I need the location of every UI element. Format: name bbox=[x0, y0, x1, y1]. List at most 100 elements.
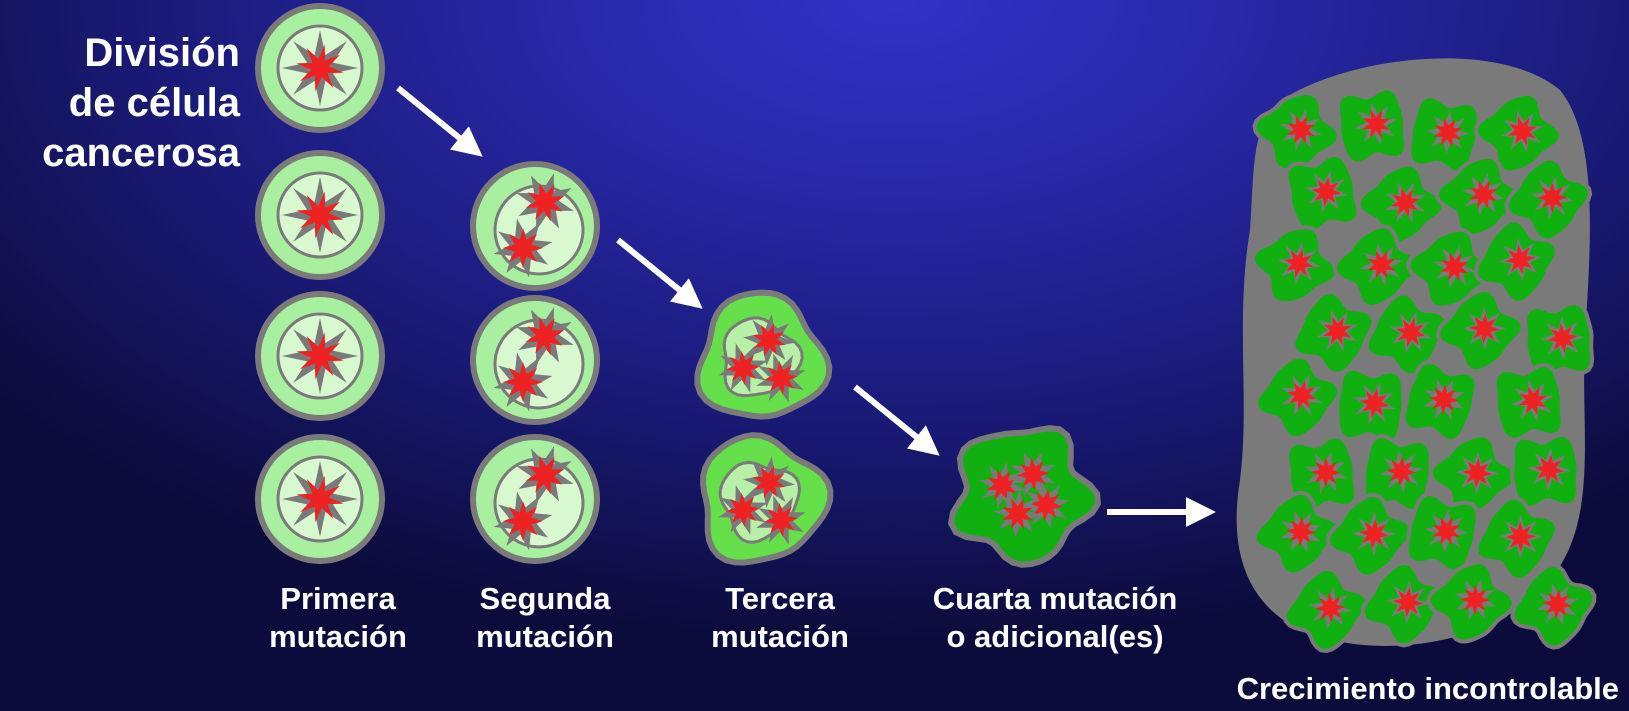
nucleus-star bbox=[1367, 250, 1396, 279]
stage-label-second-line2: mutación bbox=[476, 619, 614, 654]
tumour-cell bbox=[1492, 362, 1565, 443]
tumour-cell bbox=[1360, 560, 1448, 648]
tumour-mass bbox=[1236, 58, 1597, 654]
tumour-cell bbox=[1428, 433, 1518, 517]
tumour-cell bbox=[1473, 91, 1563, 175]
diagram-title: División de célula cancerosa bbox=[42, 28, 240, 178]
nucleus-star bbox=[1323, 316, 1352, 345]
nucleus-star bbox=[296, 191, 344, 239]
nucleus-star bbox=[1310, 457, 1341, 488]
nucleus-star bbox=[1359, 388, 1390, 418]
stage-label-first: Primera mutación bbox=[248, 580, 428, 656]
tumour-cell bbox=[1510, 432, 1581, 511]
nucleus-star bbox=[525, 455, 565, 495]
nucleus-star bbox=[752, 465, 786, 499]
tumour-cell bbox=[1250, 225, 1340, 306]
tumour-cell bbox=[1473, 495, 1560, 582]
stage-label-third-line2: mutación bbox=[711, 619, 849, 654]
nucleus-star bbox=[503, 228, 543, 268]
tumour-cell bbox=[1401, 359, 1479, 444]
tumour-cell bbox=[1335, 86, 1409, 166]
nucleus-star bbox=[764, 503, 798, 537]
nucleus-star bbox=[1537, 182, 1568, 213]
tumour-cell bbox=[1361, 433, 1433, 514]
nucleus-star bbox=[1508, 116, 1537, 146]
nucleus-star bbox=[1286, 115, 1315, 144]
cell-first-mutation bbox=[255, 291, 385, 421]
nucleus-star bbox=[1432, 517, 1461, 545]
nucleus-star bbox=[1386, 456, 1417, 487]
stage-label-third: Tercera mutación bbox=[690, 580, 870, 656]
tumour-cell bbox=[1252, 490, 1342, 577]
stage-label-first-line1: Primera bbox=[280, 581, 396, 616]
arrow-2 bbox=[616, 237, 703, 309]
cell-first-mutation bbox=[255, 434, 385, 564]
stage-label-second-line1: Segunda bbox=[479, 581, 611, 616]
arrow-1 bbox=[396, 85, 483, 157]
tumour-cell bbox=[1356, 162, 1446, 247]
cell-second-mutation bbox=[470, 295, 600, 425]
tumour-cell bbox=[1522, 300, 1595, 380]
tumour-cell bbox=[1335, 366, 1406, 444]
stage-label-fourth-line1: Cuarta mutación bbox=[932, 581, 1178, 616]
cell-third-mutation bbox=[694, 289, 833, 420]
nucleus-star bbox=[503, 362, 543, 402]
tumour-cell bbox=[1404, 491, 1480, 575]
nucleus-star bbox=[1469, 180, 1498, 209]
nucleus-star bbox=[1505, 244, 1536, 275]
nucleus-star bbox=[1284, 248, 1314, 278]
nucleus-star bbox=[1542, 589, 1573, 620]
tumour-cell bbox=[1436, 287, 1525, 374]
nucleus-star bbox=[1390, 187, 1420, 218]
nucleus-star bbox=[1002, 498, 1033, 530]
nucleus-star bbox=[503, 501, 543, 541]
nucleus-star bbox=[1462, 458, 1493, 488]
nucleus-star bbox=[525, 316, 565, 356]
tumour-cell bbox=[1325, 492, 1415, 579]
title-line-3: cancerosa bbox=[42, 131, 240, 175]
nucleus-star bbox=[1285, 516, 1316, 547]
stage-label-third-line1: Tercera bbox=[725, 581, 835, 616]
stage-label-fourth: Cuarta mutación o adicional(es) bbox=[905, 580, 1205, 656]
tumour-cell bbox=[1510, 562, 1597, 650]
tumour-cell bbox=[1252, 90, 1342, 173]
nucleus-star bbox=[1029, 488, 1063, 522]
nucleus-star bbox=[752, 323, 786, 357]
stage-label-second: Segunda mutación bbox=[455, 580, 635, 656]
nucleus-star bbox=[1016, 457, 1050, 491]
nucleus-star bbox=[1359, 518, 1389, 549]
cell-fourth-mutation bbox=[947, 425, 1101, 568]
tumour-cell bbox=[1434, 155, 1524, 238]
nucleus-star bbox=[1547, 323, 1578, 353]
tumour-cell bbox=[1473, 218, 1559, 305]
tumour-cell bbox=[1282, 566, 1371, 654]
tumour-cell bbox=[1504, 156, 1593, 243]
nucleus-star bbox=[1433, 118, 1463, 147]
tumour-cell bbox=[1291, 289, 1376, 377]
cell-second-mutation bbox=[470, 161, 600, 291]
arrow-3 bbox=[853, 384, 940, 456]
nucleus-star bbox=[1534, 454, 1565, 485]
stage-label-first-line2: mutación bbox=[269, 619, 407, 654]
cell-first-mutation bbox=[255, 3, 385, 133]
tumour-cell bbox=[1426, 560, 1516, 644]
title-line-2: de célula bbox=[68, 81, 240, 125]
nucleus-star bbox=[726, 351, 760, 385]
cell-third-mutation bbox=[700, 432, 834, 566]
cell-membrane bbox=[947, 425, 1101, 568]
tumour-cell bbox=[1284, 152, 1361, 235]
nucleus-star bbox=[296, 332, 344, 380]
nucleus-star bbox=[1505, 521, 1536, 552]
nucleus-star bbox=[525, 182, 565, 222]
nucleus-star bbox=[1469, 313, 1500, 344]
nucleus-star bbox=[726, 493, 760, 527]
nucleus-star bbox=[1362, 110, 1390, 138]
nucleus-star bbox=[296, 44, 344, 92]
nucleus-star bbox=[764, 361, 798, 395]
nucleus-star bbox=[1440, 252, 1469, 281]
nucleus-star bbox=[1315, 592, 1346, 623]
tumour-cell bbox=[1253, 354, 1342, 441]
nucleus-star bbox=[1518, 386, 1548, 415]
nucleus-star bbox=[1396, 317, 1426, 347]
cell-first-mutation bbox=[255, 150, 385, 280]
